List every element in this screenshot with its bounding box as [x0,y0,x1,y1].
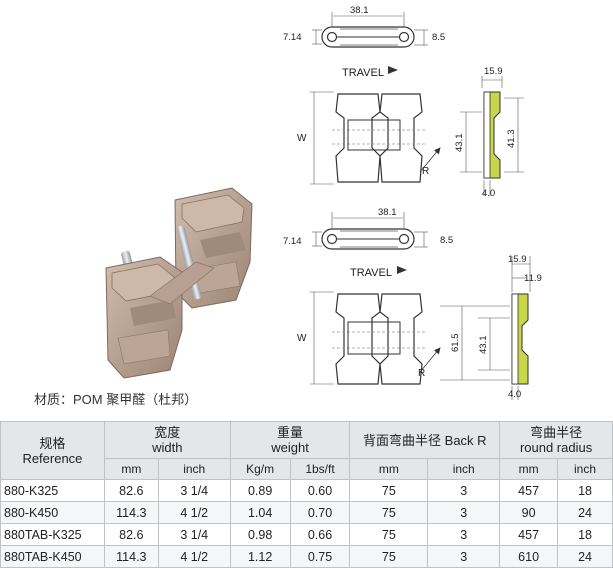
travel-label: TRAVEL [350,267,392,279]
travel-bottom: TRAVEL [350,266,407,279]
travel-top: TRAVEL [342,66,398,79]
table-cell: 24 [557,545,613,568]
plan-view-top: W R [297,91,441,185]
material-note: 材质：POM 聚甲醛（杜邦） [34,392,198,407]
table-cell: 3 [427,545,501,568]
unit-cell: mm [103,458,159,480]
cross-section-bottom: 15.9 11.9 61.5 43.1 4.0 [440,254,542,400]
dim-section-bottom: 4.0 [482,188,495,199]
dim-right: 8.5 [432,32,445,43]
table-cell: 1.04 [229,501,291,524]
table-cell: 3 [427,479,501,502]
dim-width: W [297,333,307,344]
dim-section-top1: 15.9 [508,254,527,265]
table-row: 880-K450 114.3 4 1/2 1.04 0.70 75 3 90 2… [0,501,613,524]
table-row: 880TAB-K450 114.3 4 1/2 1.12 0.75 75 3 6… [0,545,613,568]
radius-label: R [422,166,429,177]
cell-reference: 880-K450 [0,501,105,524]
table-cell: 0.89 [229,479,291,502]
dim-left: 7.14 [283,32,302,43]
dim-pitch: 38.1 [378,207,397,218]
table-cell: 82.6 [103,523,159,546]
table-cell: 3 1/4 [157,523,231,546]
cell-reference: 880-K325 [0,479,105,502]
table-cell: 4 1/2 [157,545,231,568]
cell-reference: 880TAB-K450 [0,545,105,568]
unit-cell: 1bs/ft [289,458,351,480]
dim-width: W [297,133,307,144]
dim-section-h2: 43.1 [478,336,489,355]
table-cell: 90 [499,501,559,524]
table-cell: 75 [349,523,429,546]
table-cell: 82.6 [103,479,159,502]
cell-reference: 880TAB-K325 [0,523,105,546]
table-cell: 75 [349,545,429,568]
dim-pitch: 38.1 [350,5,369,16]
unit-cell: mm [349,458,429,480]
chain-photo [105,187,253,379]
table-cell: 0.75 [289,545,351,568]
table-cell: 610 [499,545,559,568]
table-cell: 75 [349,479,429,502]
dim-section-top: 15.9 [484,66,503,77]
chain-link-left [105,256,215,379]
spec-table: 规格 Reference 宽度 width 重量 weight 背面弯曲半径 B… [0,421,613,568]
table-cell: 0.70 [289,501,351,524]
table-cell: 0.60 [289,479,351,502]
header-reference: 规格 Reference [0,421,105,480]
table-cell: 1.12 [229,545,291,568]
table-cell: 18 [557,523,613,546]
dim-right: 8.5 [440,235,453,246]
table-cell: 114.3 [103,501,159,524]
unit-cell: inch [557,458,613,480]
unit-cell: inch [157,458,231,480]
plan-view-bottom: W R [297,291,441,385]
dim-section-top2: 11.9 [524,273,542,284]
header-round-radius: 弯曲半径 round radius [499,421,613,459]
table-cell: 457 [499,523,559,546]
table-row: 880-K325 82.6 3 1/4 0.89 0.60 75 3 457 1… [0,479,613,502]
table-cell: 4 1/2 [157,501,231,524]
header-weight: 重量 weight [229,421,351,459]
side-view-top: 38.1 7.14 8.5 [283,5,445,48]
header-back-radius: 背面弯曲半径 Back R [349,421,501,459]
table-cell: 3 [427,523,501,546]
side-view-bottom: 38.1 7.14 8.5 [283,207,453,250]
dim-section-h1: 43.1 [454,134,465,153]
table-cell: 457 [499,479,559,502]
table-cell: 0.66 [289,523,351,546]
dim-section-h2: 41.3 [506,130,517,149]
dim-left: 7.14 [283,236,302,247]
table-cell: 24 [557,501,613,524]
table-cell: 18 [557,479,613,502]
table-cell: 3 1/4 [157,479,231,502]
dim-section-h1: 61.5 [450,334,461,353]
units-row: mm inch Kg/m 1bs/ft mm inch mm inch [1,458,613,480]
radius-label: R [418,368,425,379]
dim-section-bottom: 4.0 [508,389,521,400]
table-cell: 75 [349,501,429,524]
cross-section-top: 15.9 43.1 41.3 4.0 [454,66,524,199]
table-cell: 114.3 [103,545,159,568]
unit-cell: inch [427,458,501,480]
unit-cell: mm [499,458,559,480]
table-cell: 0.98 [229,523,291,546]
travel-label: TRAVEL [342,67,384,79]
table-row: 880TAB-K325 82.6 3 1/4 0.98 0.66 75 3 45… [0,523,613,546]
header-width: 宽度 width [103,421,231,459]
unit-cell: Kg/m [229,458,291,480]
table-cell: 3 [427,501,501,524]
technical-drawing: 38.1 7.14 8.5 TRAVEL W R 15.9 [105,5,542,400]
